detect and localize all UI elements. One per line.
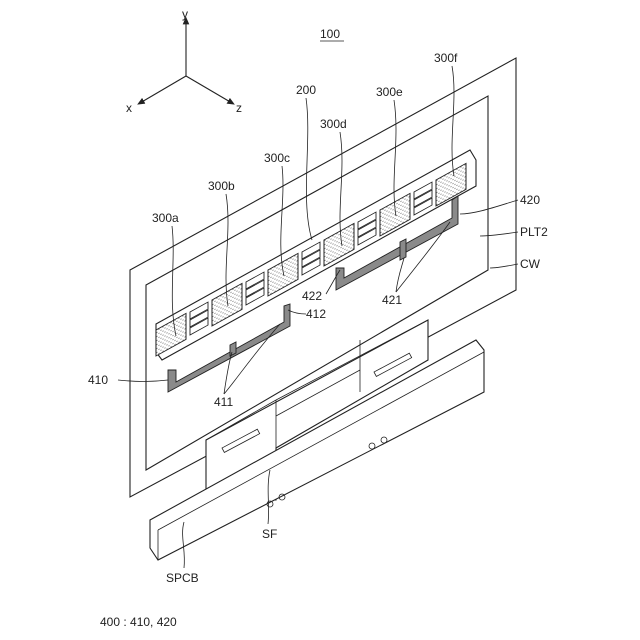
label-300e: 300e	[376, 85, 403, 99]
label-411: 411	[214, 395, 233, 409]
label-300f: 300f	[434, 51, 458, 65]
label-410: 410	[88, 373, 108, 387]
label-plt2: PLT2	[520, 225, 548, 239]
wiring-411	[230, 342, 236, 356]
x-axis-arrow	[140, 76, 186, 103]
label-422: 422	[302, 289, 322, 303]
label-421: 421	[382, 293, 402, 307]
label-sf: SF	[262, 527, 277, 541]
label-300c: 300c	[264, 151, 290, 165]
label-300a: 300a	[152, 211, 179, 225]
label-412: 412	[306, 307, 326, 321]
label-300b: 300b	[208, 179, 235, 193]
label-300d: 300d	[320, 117, 347, 131]
x-axis-label: x	[126, 101, 132, 115]
z-axis-arrow	[186, 76, 232, 103]
wiring-421	[400, 239, 406, 260]
label-spcb: SPCB	[166, 571, 199, 585]
figure-number: 100	[320, 27, 340, 41]
axis-triad: y x z	[126, 7, 242, 115]
label-cw: CW	[520, 257, 541, 271]
y-axis-label: y	[182, 7, 188, 21]
label-420: 420	[520, 193, 540, 207]
z-axis-label: z	[236, 101, 242, 115]
figure-caption: 400 : 410, 420	[100, 615, 177, 629]
label-200: 200	[296, 83, 316, 97]
